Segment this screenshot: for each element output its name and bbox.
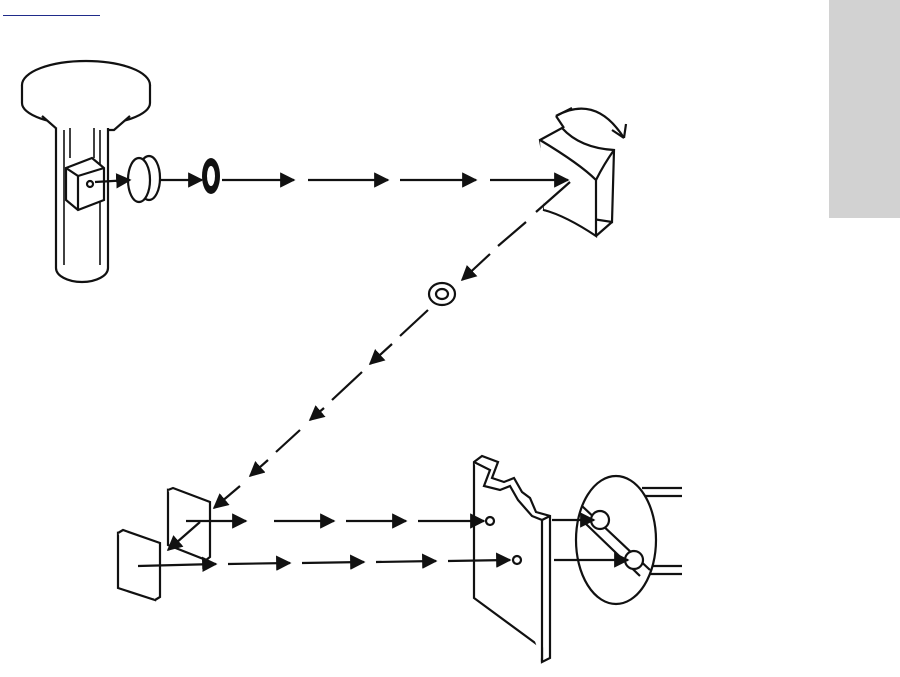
beam-splitter-mirror-icon <box>168 488 210 560</box>
entrance-slit-icon <box>202 158 220 194</box>
chopper-plate-icon <box>474 456 550 662</box>
beam-lower-to-detector <box>138 560 628 566</box>
rotating-grating-icon <box>540 108 626 236</box>
beam-lamp-to-grating <box>95 180 568 182</box>
exit-aperture-icon <box>429 283 455 305</box>
entrance-lens-icon <box>128 156 160 202</box>
dual-photodetector-icon <box>576 476 682 604</box>
